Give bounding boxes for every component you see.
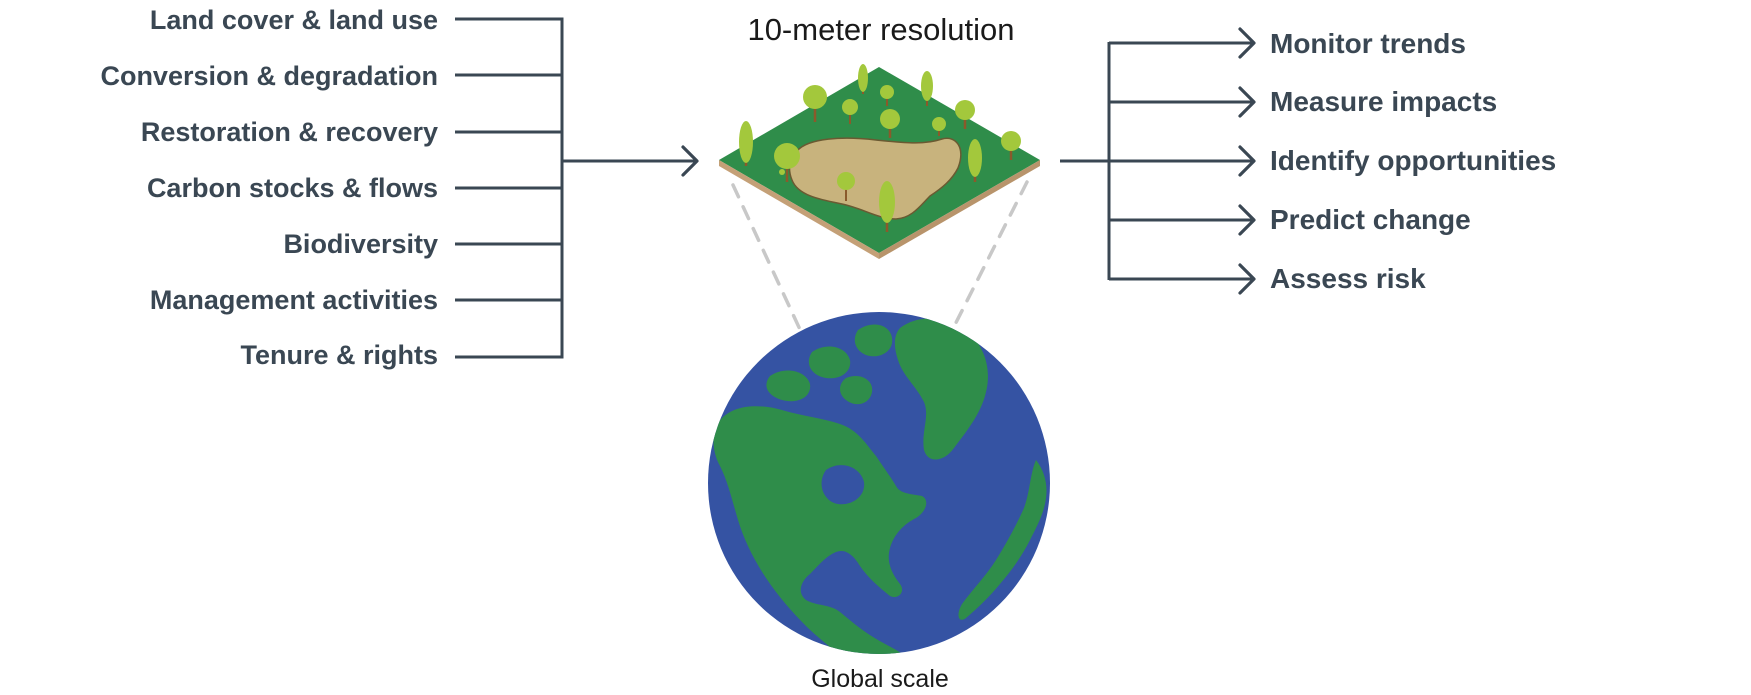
- tree: [837, 172, 855, 190]
- input-label: Conversion & degradation: [100, 61, 438, 91]
- arctic-island: [766, 370, 811, 402]
- output-label: Predict change: [1270, 204, 1471, 235]
- tree: [739, 121, 753, 163]
- output-arrow-head: [1238, 86, 1256, 118]
- tree: [880, 109, 900, 129]
- tree: [880, 85, 894, 99]
- tree: [879, 181, 895, 223]
- forest-land-tile-icon: [719, 64, 1040, 259]
- output-label: Monitor trends: [1270, 28, 1466, 59]
- trees: [739, 64, 1021, 232]
- input-label: Biodiversity: [283, 229, 438, 259]
- output-arrow-head: [1238, 263, 1256, 295]
- output-connectors: [1060, 27, 1256, 295]
- output-label: Identify opportunities: [1270, 145, 1556, 176]
- output-label: Measure impacts: [1270, 86, 1497, 117]
- output-labels: Monitor trends Measure impacts Identify …: [1270, 28, 1556, 294]
- input-arrow-head: [681, 145, 699, 177]
- input-label: Carbon stocks & flows: [147, 173, 438, 203]
- tree: [1001, 131, 1021, 151]
- tree: [921, 71, 933, 101]
- tree: [774, 143, 800, 169]
- arctic-island: [840, 375, 873, 405]
- tile-edge-left: [719, 160, 879, 259]
- tree: [842, 99, 858, 115]
- tree: [803, 85, 827, 109]
- output-arrow-head: [1238, 204, 1256, 236]
- hudson-bay: [821, 465, 865, 505]
- output-arrow-head: [1238, 145, 1256, 177]
- arctic-island: [808, 346, 851, 379]
- output-label: Assess risk: [1270, 263, 1426, 294]
- tile-edge-right: [879, 160, 1040, 259]
- soil-clearing: [788, 137, 962, 220]
- input-connectors: [455, 17, 699, 359]
- bottom-caption: Global scale: [811, 665, 949, 693]
- globe-north-america-icon: [708, 312, 1050, 654]
- greenland: [894, 318, 988, 460]
- input-label: Management activities: [150, 285, 438, 315]
- tree: [932, 117, 946, 131]
- tree: [955, 100, 975, 120]
- output-arrow-head: [1238, 27, 1256, 59]
- top-caption: 10-meter resolution: [747, 12, 1014, 47]
- input-labels: Land cover & land use Conversion & degra…: [100, 5, 438, 370]
- north-america: [713, 406, 927, 654]
- europe-africa-edge: [958, 460, 1047, 620]
- arctic-island: [854, 324, 893, 357]
- input-label: Land cover & land use: [150, 5, 438, 35]
- tree: [968, 139, 982, 177]
- input-label: Restoration & recovery: [141, 117, 438, 147]
- input-label: Tenure & rights: [240, 340, 438, 370]
- tree: [858, 64, 868, 92]
